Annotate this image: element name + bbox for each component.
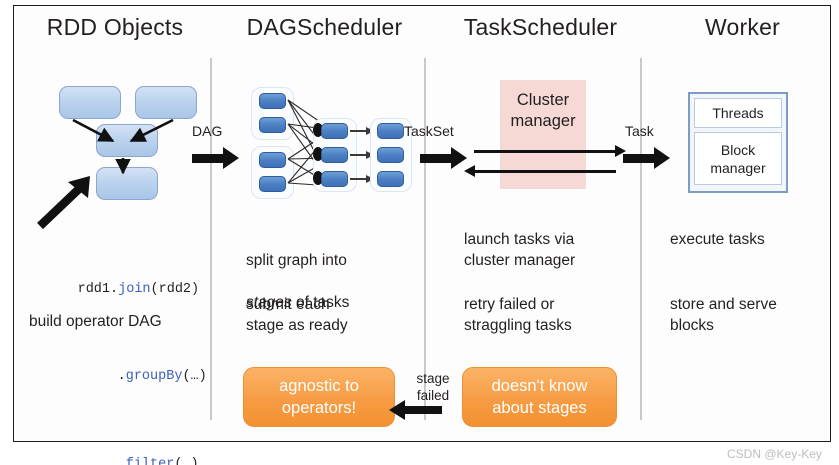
worker-box: Threads Block manager <box>688 92 788 193</box>
dag-text-split-graph: split graph into stages of tasks <box>246 229 349 313</box>
dag-node-b1 <box>259 152 286 168</box>
arrow-from-worker <box>464 165 616 177</box>
dag-node-d1 <box>377 123 404 139</box>
column-title-worker: Worker <box>705 14 780 40</box>
dag-node-c1 <box>321 123 348 139</box>
dag-node-c2 <box>321 147 348 163</box>
task-text-launch-tasks: launch tasks via cluster manager <box>464 231 576 269</box>
dag-edge-c3-d3 <box>350 175 374 183</box>
callout-doesnt-know-about-stages: doesn't know about stages <box>462 367 617 427</box>
label-stage-failed: stage failed <box>416 371 450 403</box>
rdd-code-line-3: .filter(…) <box>29 438 207 465</box>
flow-label-dag: DAG <box>192 123 223 139</box>
task-text-retry-failed: retry failed or straggling tasks <box>464 296 572 334</box>
code-method-filter: filter <box>125 456 175 465</box>
rdd-node-top-left <box>59 86 121 119</box>
worker-text-store-serve: store and serve blocks <box>670 296 777 334</box>
dag-text-split-line1: split graph into <box>246 252 347 269</box>
shuffle-dot-2 <box>313 147 323 161</box>
column-title-taskscheduler: TaskScheduler <box>463 14 618 40</box>
dag-node-d3 <box>377 171 404 187</box>
worker-text-execute-tasks: execute tasks <box>670 231 765 248</box>
dag-edge-c2-d2 <box>350 151 374 159</box>
column-divider-2 <box>424 58 426 420</box>
rdd-build-caption: build operator DAG <box>29 313 162 330</box>
dag-node-a1 <box>259 93 286 109</box>
column-divider-3 <box>640 58 642 420</box>
rdd-code-line-1: rdd1.join(rdd2) <box>29 263 207 316</box>
rdd-code-line-2: .groupBy(…) <box>29 351 207 404</box>
flow-arrow-task <box>623 147 670 169</box>
shuffle-dot-3 <box>313 171 323 185</box>
watermark-label: CSDN @Key-Key <box>727 447 822 461</box>
code-receiver: rdd1. <box>77 281 119 297</box>
dag-node-b2 <box>259 176 286 192</box>
rdd-code-pointer-arrow <box>37 176 90 230</box>
shuffle-dot-1 <box>313 123 323 137</box>
flow-label-taskset: TaskSet <box>404 123 454 139</box>
flow-arrow-taskset <box>420 147 467 169</box>
code-method-groupby: groupBy <box>125 369 183 384</box>
rdd-lineage-arrows <box>72 118 174 175</box>
dag-text-submit-stage: submit each stage as ready <box>246 296 348 334</box>
code-args-1: (rdd2) <box>150 281 200 297</box>
diagram-frame <box>13 5 831 442</box>
dag-edge-c1-d1 <box>350 127 374 135</box>
flow-label-task: Task <box>625 123 654 139</box>
arrow-stage-failed <box>389 400 442 420</box>
dag-node-d2 <box>377 147 404 163</box>
code-method-join: join <box>118 281 151 297</box>
code-dot-3: . <box>117 456 126 465</box>
dag-text-of-tasks: of tasks <box>291 294 350 311</box>
code-dot-2: . <box>117 369 126 384</box>
column-title-rdd-objects: RDD Objects <box>46 14 184 40</box>
worker-threads-box: Threads <box>694 98 782 128</box>
dag-node-c3 <box>321 171 348 187</box>
worker-block-manager-box: Block manager <box>694 132 782 185</box>
column-title-dagscheduler: DAGScheduler <box>246 14 403 40</box>
rdd-node-top-right <box>135 86 197 119</box>
flow-arrow-dag <box>192 147 239 169</box>
arrow-to-worker <box>474 145 626 157</box>
dag-text-stages-italic: stages <box>246 294 292 311</box>
dag-node-a2 <box>259 117 286 133</box>
rdd-code-snippet: rdd1.join(rdd2) .groupBy(…) .filter(…) <box>29 228 207 465</box>
column-divider-1 <box>210 58 212 420</box>
code-args-2: (…) <box>182 369 207 384</box>
callout-agnostic-to-operators: agnostic to operators! <box>243 367 395 427</box>
code-args-3: (…) <box>174 456 199 465</box>
